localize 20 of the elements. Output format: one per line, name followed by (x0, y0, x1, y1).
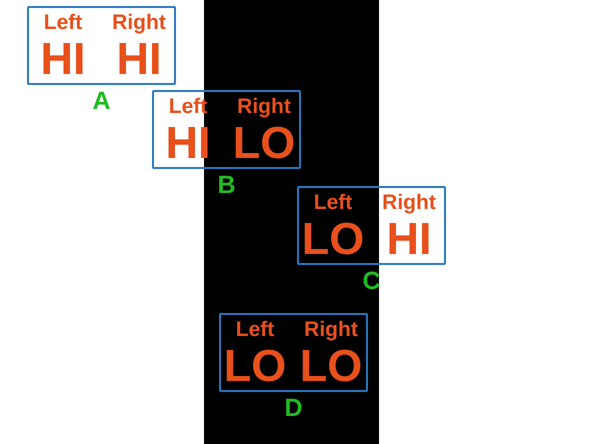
level-value: LO (222, 343, 288, 388)
level-value: HI (386, 216, 432, 261)
side-label: Left (42, 12, 84, 33)
level-value: LO (300, 216, 366, 261)
panel-letter: B (216, 173, 237, 198)
level-value: HI (116, 36, 162, 81)
side-label: Left (312, 192, 354, 213)
side-label: Left (234, 319, 276, 340)
reading-box (219, 313, 368, 392)
reading-box (27, 6, 176, 85)
side-label: Right (303, 319, 359, 340)
side-label: Right (111, 12, 167, 33)
side-label: Right (381, 192, 437, 213)
panel-letter: D (283, 396, 304, 421)
side-label: Right (236, 96, 292, 117)
panel-letter: A (91, 89, 112, 114)
level-value: LO (298, 343, 364, 388)
reading-box (297, 186, 446, 265)
level-value: HI (40, 36, 86, 81)
level-value: LO (232, 120, 296, 165)
